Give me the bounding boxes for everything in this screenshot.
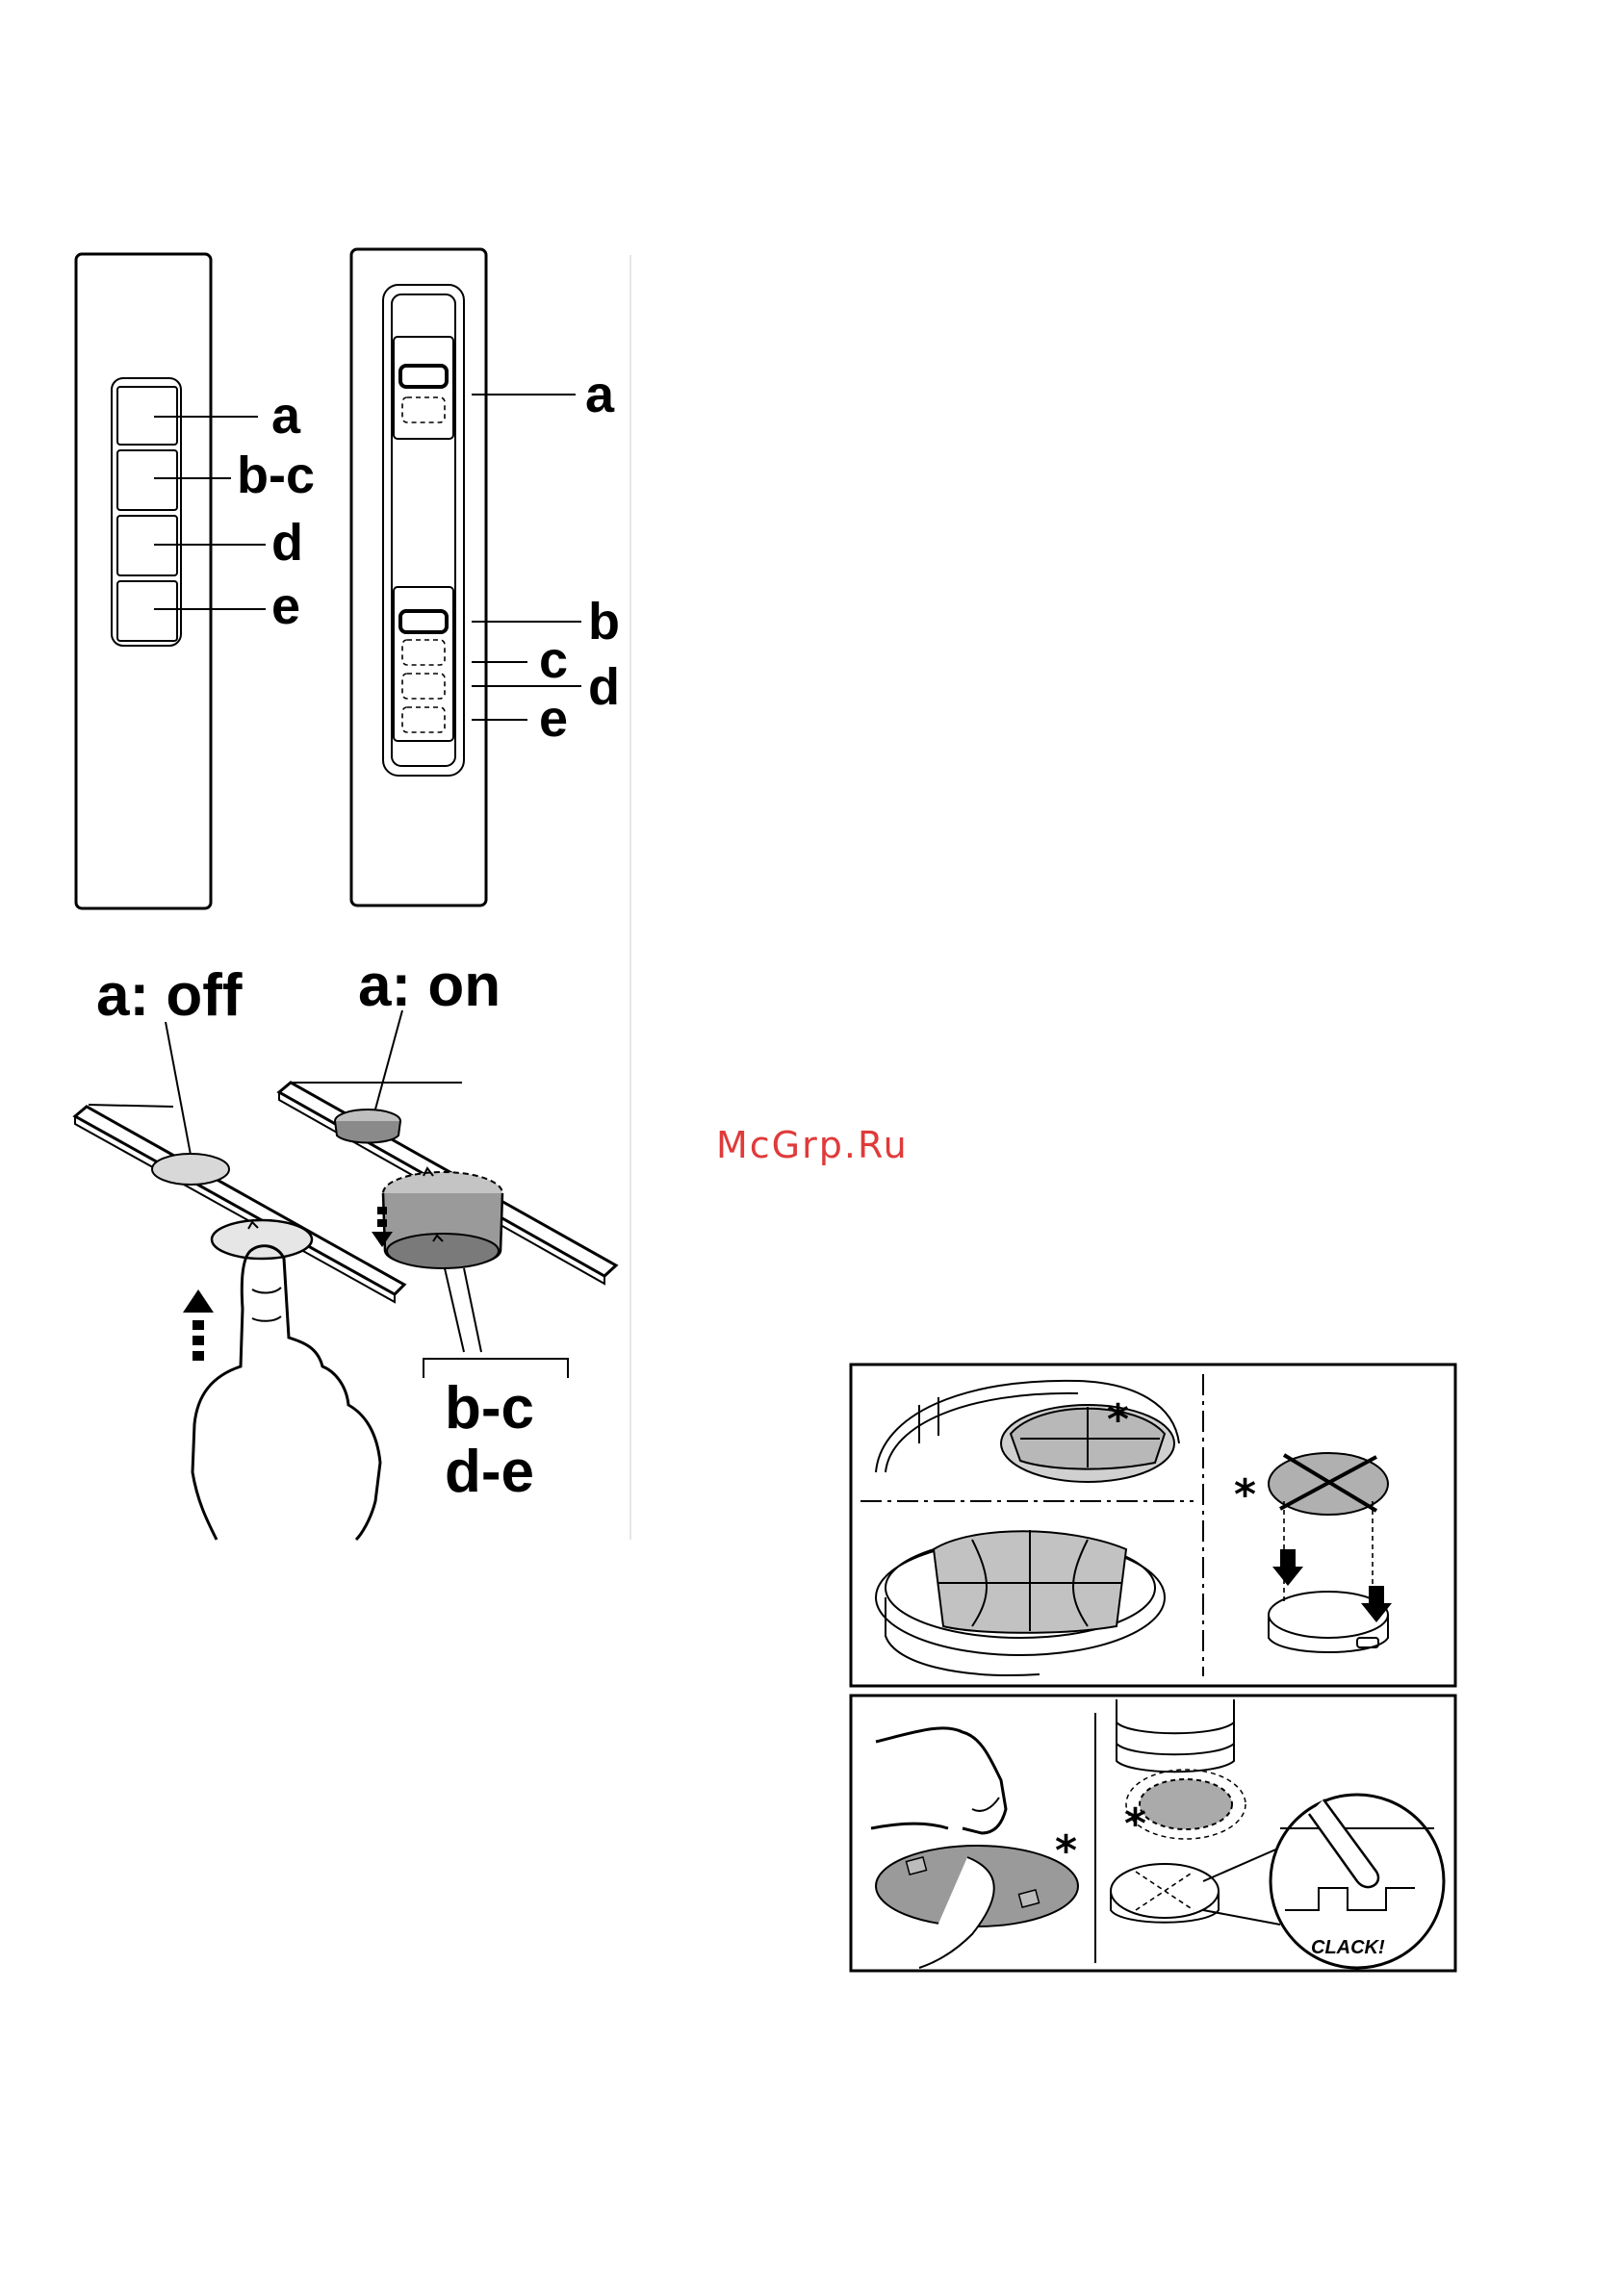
star-marker-3: * (1055, 1826, 1077, 1875)
arrow-up-icon (183, 1289, 214, 1361)
label-slider-b: b (588, 593, 620, 651)
star-marker-2: * (1234, 1470, 1256, 1519)
label-group-d-e: d-e (445, 1439, 534, 1505)
switch-states-illustration: a: off a: on (75, 953, 616, 1540)
star-marker-1: * (1107, 1395, 1129, 1444)
hand-removing-film: * (871, 1728, 1078, 1968)
label-button-a: a (271, 387, 301, 445)
filter-fitted-view (876, 1530, 1165, 1675)
label-slider-a: a (585, 366, 615, 423)
hood-rim-top-view: * (876, 1381, 1179, 1482)
filter-installation-step-1: * * (851, 1365, 1455, 1686)
watermark-text: McGrp.Ru (716, 1124, 909, 1166)
label-a-on: a: on (358, 953, 501, 1019)
panel-on-state (279, 1083, 616, 1284)
finger-pressing-icon (193, 1246, 380, 1540)
label-button-d: d (271, 514, 303, 572)
label-a-off: a: off (96, 962, 243, 1029)
label-slider-e: e (539, 690, 568, 748)
label-group-b-c: b-c (445, 1375, 534, 1441)
filter-drop-into-ring: * (1234, 1453, 1392, 1652)
label-button-b-c: b-c (237, 446, 315, 504)
filter-installation-step-2: * * CLACK! (851, 1696, 1455, 1971)
clack-text: CLACK! (1311, 1937, 1385, 1958)
filter-clack-into-place: * CLACK! (1111, 1699, 1444, 1968)
star-marker-4: * (1124, 1799, 1146, 1849)
control-panel-push-buttons: a b-c d e (76, 254, 315, 908)
label-button-e: e (271, 577, 300, 635)
label-slider-d: d (588, 658, 620, 716)
label-slider-c: c (539, 631, 568, 689)
control-panel-slider: a b c d e (351, 249, 620, 906)
